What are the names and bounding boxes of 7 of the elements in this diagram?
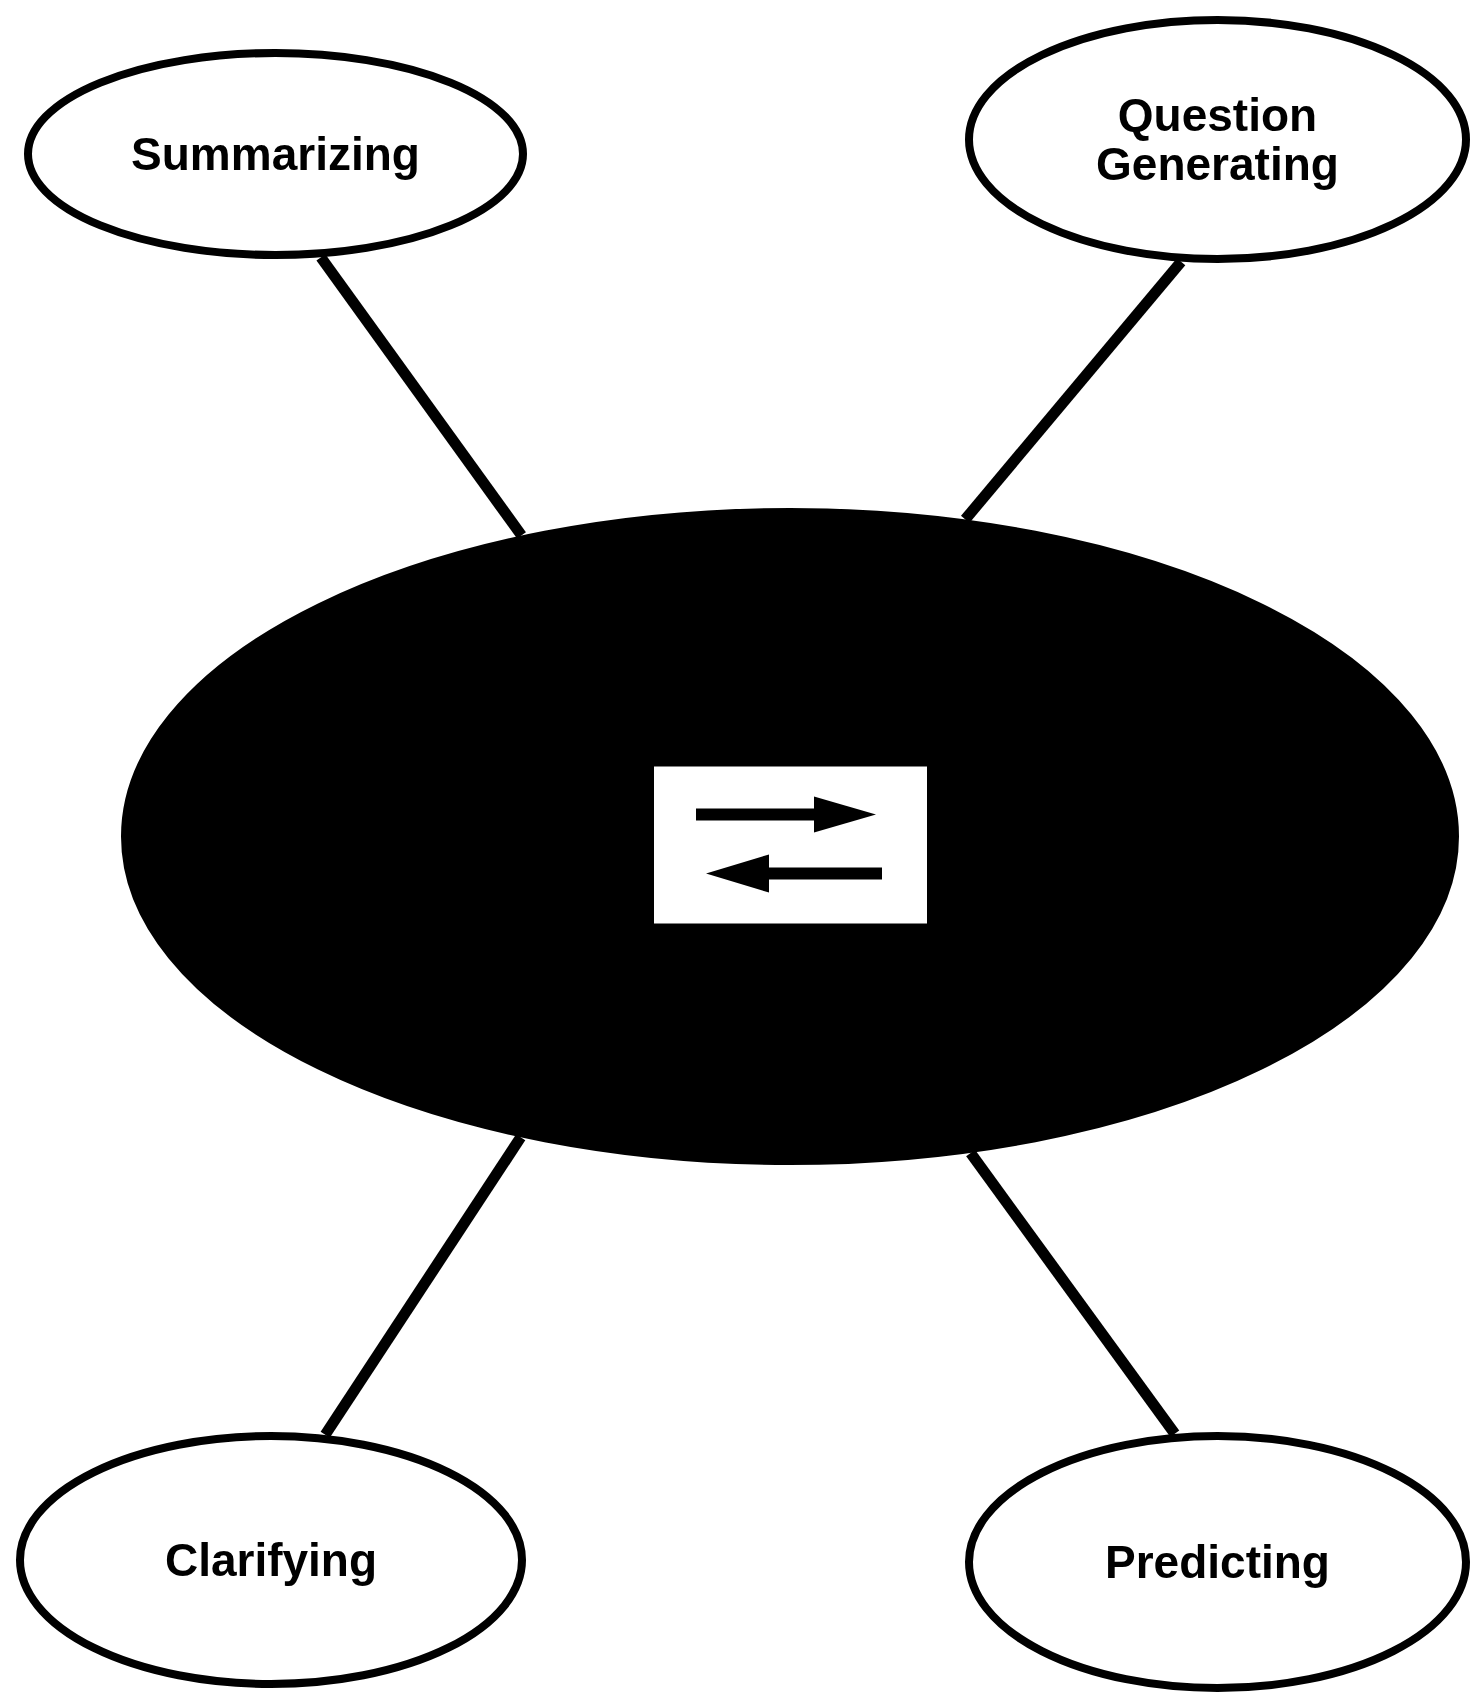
node-label: Predicting xyxy=(1105,1537,1330,1587)
node-label: Summarizing xyxy=(131,129,420,179)
node-label: Clarifying xyxy=(164,1535,378,1585)
connector-line xyxy=(961,258,1186,523)
node-label: Question Generating xyxy=(1095,91,1340,188)
connector-line xyxy=(316,254,526,539)
connector-line xyxy=(320,1134,526,1438)
